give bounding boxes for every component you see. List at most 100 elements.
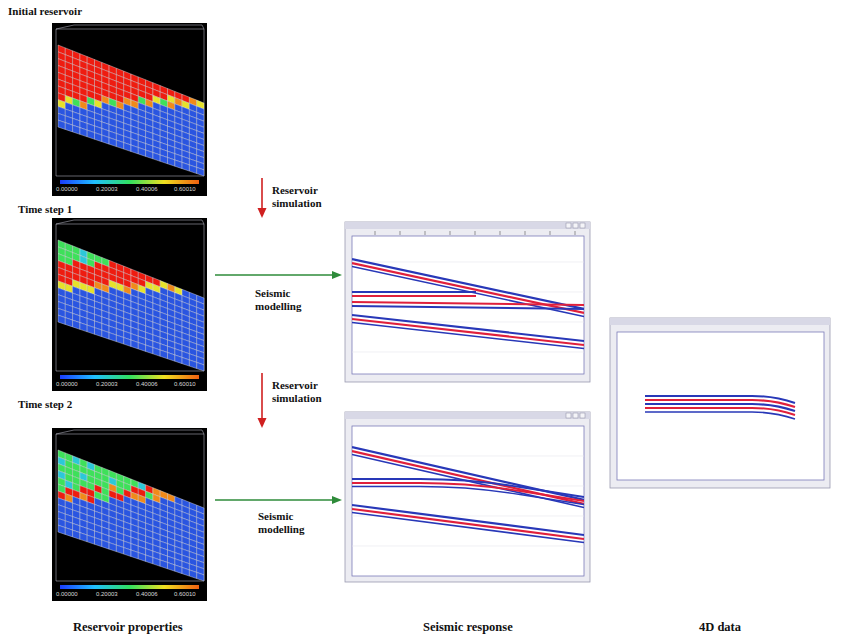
arrow-shaft bbox=[215, 499, 334, 501]
grid-cell bbox=[160, 560, 167, 569]
colorbar-value: 0.40006 bbox=[136, 591, 158, 597]
difference-window bbox=[610, 318, 830, 488]
seismic-events bbox=[352, 259, 584, 349]
panel-heading: Initial reservoir bbox=[8, 5, 82, 17]
title-bar bbox=[610, 318, 830, 325]
column-caption: Seismic response bbox=[423, 620, 513, 634]
grid-cell bbox=[80, 128, 87, 137]
grid-cell bbox=[138, 343, 145, 352]
grid-cell bbox=[109, 138, 116, 147]
window-button bbox=[573, 413, 578, 418]
trough bbox=[352, 513, 584, 543]
seismic-modelling-arrow bbox=[215, 496, 342, 504]
grid-cell bbox=[189, 165, 196, 174]
window-button bbox=[580, 413, 585, 418]
peak bbox=[352, 319, 584, 345]
grid-cell bbox=[116, 545, 123, 554]
plot-area bbox=[617, 332, 824, 480]
grid-cell bbox=[197, 167, 204, 176]
grid-cell bbox=[124, 548, 131, 557]
colorbar-value: 0.60010 bbox=[174, 186, 196, 192]
trough bbox=[352, 505, 584, 535]
title-bar bbox=[345, 222, 590, 229]
grid-cell bbox=[124, 143, 131, 152]
grid-cell bbox=[197, 572, 204, 581]
difference-events bbox=[645, 396, 795, 419]
process-label: Seismic modelling bbox=[255, 287, 331, 312]
colorbar bbox=[60, 375, 199, 379]
seismic-window bbox=[345, 222, 590, 382]
grid-cell bbox=[65, 318, 72, 327]
column-caption: Reservoir properties bbox=[73, 620, 183, 634]
panel-background bbox=[52, 23, 207, 178]
colorbar-value: 0.20003 bbox=[96, 186, 118, 192]
grid-cell bbox=[102, 330, 109, 339]
trough bbox=[352, 259, 584, 309]
grid-cell bbox=[175, 355, 182, 364]
process-label: Reservoir simulation bbox=[272, 379, 344, 404]
grid-cell bbox=[109, 543, 116, 552]
grid-cell bbox=[80, 533, 87, 542]
grid-cell bbox=[80, 323, 87, 332]
grid-cell bbox=[160, 155, 167, 164]
colorbar-value: 0.40006 bbox=[136, 186, 158, 192]
trough bbox=[352, 306, 584, 309]
colorbar bbox=[60, 585, 199, 589]
window-button bbox=[566, 413, 571, 418]
window-frame bbox=[610, 318, 830, 488]
peak bbox=[352, 302, 584, 305]
arrow-shaft bbox=[261, 178, 263, 208]
arrow-shaft bbox=[215, 274, 334, 276]
peak bbox=[352, 451, 584, 504]
grid-cell bbox=[65, 528, 72, 537]
trough bbox=[352, 487, 584, 505]
grid-cell bbox=[182, 162, 189, 171]
bounding-box bbox=[56, 220, 204, 371]
arrow-head bbox=[258, 418, 267, 428]
grid-cell bbox=[189, 360, 196, 369]
grid-cell bbox=[58, 120, 65, 129]
trough bbox=[352, 447, 584, 500]
title-bar bbox=[345, 412, 590, 419]
colorbar-value: 0.20003 bbox=[96, 381, 118, 387]
trough bbox=[352, 323, 584, 349]
window-button bbox=[573, 223, 578, 228]
window-frame bbox=[345, 412, 590, 582]
grid-cell bbox=[153, 558, 160, 567]
trough bbox=[645, 412, 795, 419]
window-button bbox=[580, 223, 585, 228]
grid-cell bbox=[153, 348, 160, 357]
grid-cell bbox=[58, 315, 65, 324]
grid-cell bbox=[102, 540, 109, 549]
grid-cell bbox=[153, 153, 160, 162]
colorbar-value: 0.60010 bbox=[174, 591, 196, 597]
grid-cell bbox=[197, 362, 204, 371]
window-frame bbox=[345, 222, 590, 382]
colorbar-value: 0.40006 bbox=[136, 381, 158, 387]
seismic-window bbox=[345, 412, 590, 582]
colorbar-value: 0.00000 bbox=[56, 186, 78, 192]
grid-cell bbox=[168, 352, 175, 361]
colorbar-value: 0.60010 bbox=[174, 381, 196, 387]
grid-cell bbox=[87, 535, 94, 544]
trough bbox=[352, 455, 584, 508]
colorbar-value: 0.00000 bbox=[56, 381, 78, 387]
panel-heading: Time step 1 bbox=[18, 203, 72, 215]
simulation-arrow bbox=[258, 178, 267, 218]
reservoir-panel: Time step 1 bbox=[52, 218, 265, 373]
panel-heading: Time step 2 bbox=[18, 398, 72, 410]
grid-cell bbox=[124, 338, 131, 347]
peak bbox=[352, 295, 476, 297]
colorbar-ground bbox=[52, 373, 207, 391]
peak bbox=[352, 483, 584, 501]
grid-cell bbox=[189, 570, 196, 579]
grid-cell bbox=[131, 340, 138, 349]
panel-background bbox=[52, 218, 207, 373]
grid-cell bbox=[95, 538, 102, 547]
grid-cell bbox=[73, 320, 80, 329]
grid-cell bbox=[182, 357, 189, 366]
grid-cell bbox=[182, 567, 189, 576]
process-label: Reservoir simulation bbox=[272, 184, 344, 209]
colorbar-value: 0.00000 bbox=[56, 591, 78, 597]
